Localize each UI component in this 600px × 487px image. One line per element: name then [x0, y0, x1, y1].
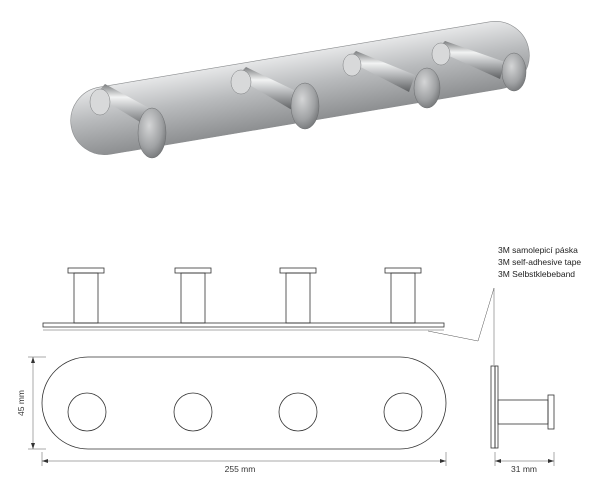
top-view — [42, 267, 445, 331]
front-view-cap-3 — [278, 392, 318, 432]
front-view — [41, 356, 447, 450]
width-dimension-label: 255 mm — [225, 464, 256, 474]
front-view-cap-2 — [173, 392, 213, 432]
hook-3 — [342, 51, 441, 109]
height-dimension-label: 45 mm — [16, 390, 26, 416]
top-view-hook-4 — [384, 267, 422, 324]
depth-dimension-label: 31 mm — [511, 464, 537, 474]
hook-1 — [89, 84, 167, 159]
adhesive-note-line-3: 3M Selbstklebeband — [498, 269, 575, 279]
top-view-hook-2 — [174, 267, 212, 324]
front-view-cap-1 — [67, 392, 107, 432]
adhesive-leader — [427, 287, 495, 365]
front-view-plate — [41, 356, 447, 450]
product-render — [70, 21, 530, 159]
top-view-hook-1 — [67, 267, 105, 324]
front-view-cap-4 — [383, 392, 423, 432]
hook-2 — [230, 67, 320, 130]
adhesive-note: 3M samolepicí páska 3M self-adhesive tap… — [498, 245, 581, 279]
top-view-plate — [42, 322, 445, 328]
height-dimension: 45 mm — [16, 356, 46, 450]
adhesive-note-line-1: 3M samolepicí páska — [498, 245, 578, 255]
adhesive-note-line-2: 3M self-adhesive tape — [498, 257, 581, 267]
width-dimension: 255 mm — [41, 452, 447, 474]
hook-4 — [431, 41, 527, 92]
side-view — [490, 365, 555, 449]
top-view-hook-3 — [279, 267, 317, 324]
depth-dimension: 31 mm — [494, 452, 555, 474]
